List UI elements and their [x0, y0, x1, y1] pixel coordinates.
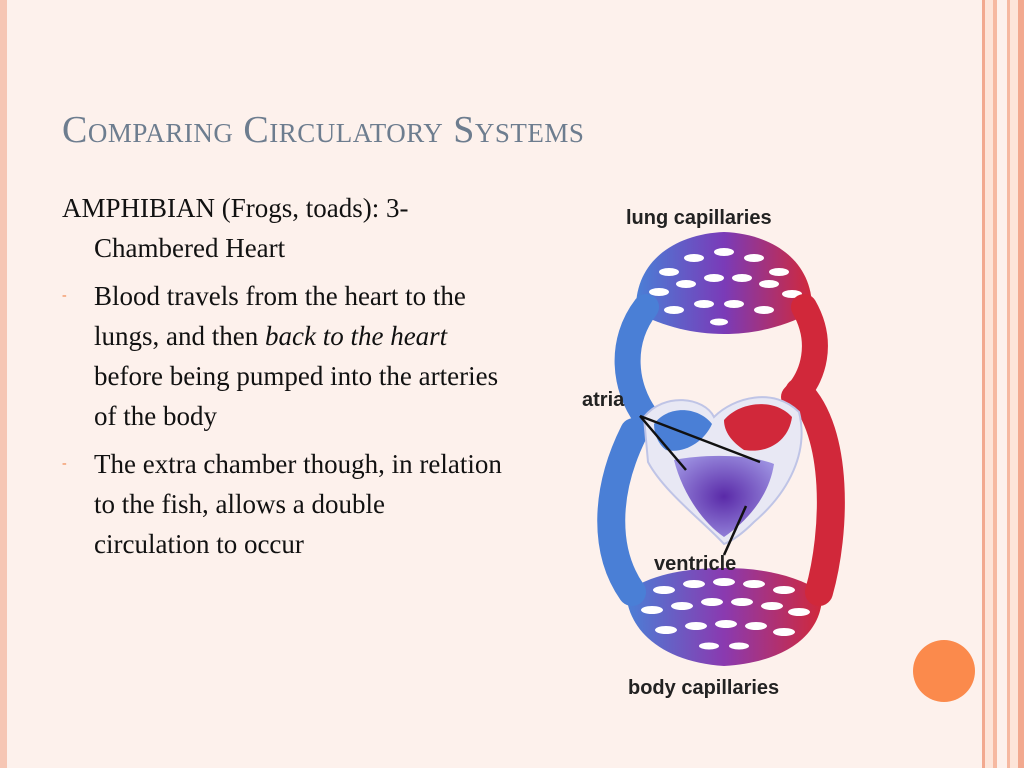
slide-body: AMPHIBIAN (Frogs, toads): 3-Chambered He… [62, 188, 502, 572]
circulation-illustration: lung capillaries atria ventricle body ca… [582, 207, 845, 699]
atria-label: atria [582, 389, 625, 411]
slide-title: Comparing Circulatory Systems [62, 109, 585, 151]
bullet-marker: - [62, 288, 67, 303]
lung-capillaries-label: lung capillaries [626, 207, 772, 229]
bullet-emphasis: back to the heart [264, 321, 448, 351]
bullet-text-part: before being pumped into the arteries of… [94, 361, 499, 431]
body-capillary-bed [626, 568, 823, 666]
blood-vessels [597, 294, 845, 606]
bullet-marker: - [62, 456, 67, 471]
amphibian-circulation-diagram: lung capillaries atria ventricle body ca… [574, 192, 864, 710]
right-border-stripes [982, 0, 1024, 768]
ventricle-label: ventricle [654, 553, 736, 575]
label-pointer-lines [639, 414, 761, 556]
body-capillaries-label: body capillaries [628, 677, 779, 699]
bullet-item: - The extra chamber though, in relation … [62, 444, 502, 564]
bullet-item: - Blood travels from the heart to the lu… [62, 276, 502, 436]
bullet-text-part: Blood travels from the heart to the lung… [94, 281, 466, 351]
lung-capillary-bed [635, 232, 813, 334]
section-heading: AMPHIBIAN (Frogs, toads): 3-Chambered He… [62, 193, 409, 263]
decorative-orange-circle [913, 640, 975, 702]
ventricle-chamber [674, 455, 774, 537]
right-atrium [654, 410, 712, 451]
heart [642, 396, 803, 546]
left-atrium [724, 404, 792, 451]
left-border-stripe [0, 0, 7, 768]
bullet-text: The extra chamber though, in relation to… [94, 449, 502, 559]
